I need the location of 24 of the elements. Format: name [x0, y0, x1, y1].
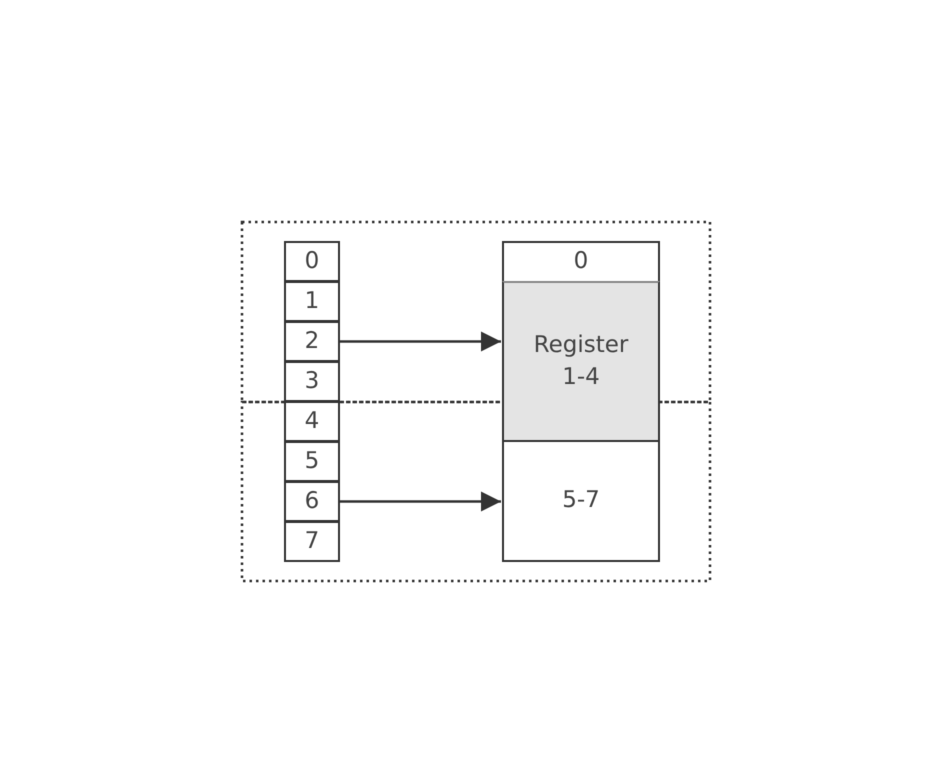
memory-cell	[284, 241, 340, 282]
cell-label: 5-7	[562, 486, 600, 516]
cell-label: 3	[304, 366, 320, 396]
memory-cell	[284, 321, 340, 362]
memory-cell	[284, 401, 340, 442]
cell-label: 4	[304, 406, 320, 436]
cell-label: 2	[304, 326, 320, 356]
register-block	[502, 241, 660, 283]
memory-cell	[284, 281, 340, 322]
memory-cell	[284, 481, 340, 522]
arrow	[340, 492, 501, 512]
cell-label: 7	[304, 526, 320, 556]
memory-cell	[284, 441, 340, 482]
cell-label: 5	[304, 446, 320, 476]
cell-label: 0	[574, 247, 588, 276]
register-block	[502, 440, 660, 562]
cell-label: 0	[304, 246, 320, 276]
register-block	[502, 281, 660, 442]
memory-cell	[284, 361, 340, 402]
memory-cell	[284, 521, 340, 562]
arrow	[340, 332, 501, 352]
cell-label: 1	[304, 286, 320, 316]
cell-label: Register 1-4	[532, 331, 630, 392]
cell-label: 6	[304, 486, 320, 516]
